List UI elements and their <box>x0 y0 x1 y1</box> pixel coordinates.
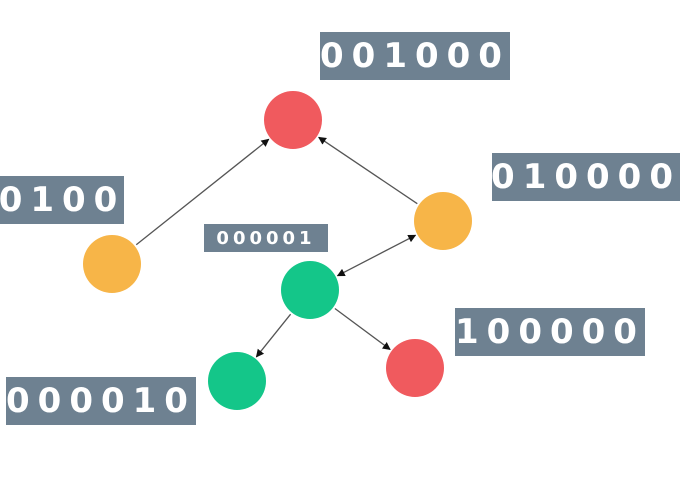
node-lower-right <box>386 339 444 397</box>
edge-left-top <box>135 138 270 246</box>
label-left: 0100 <box>0 176 124 224</box>
node-center <box>281 261 339 319</box>
label-top: 001000 <box>320 32 510 80</box>
edge-center-lower_right <box>334 307 391 351</box>
node-left <box>83 235 141 293</box>
edge-right-top <box>318 136 418 205</box>
label-center: 000001 <box>204 224 328 252</box>
label-right: 010000 <box>491 153 680 201</box>
nodes-layer <box>83 91 472 410</box>
edge-center-lower_left <box>255 313 292 358</box>
label-lower-left: 000010 <box>6 377 196 425</box>
node-top <box>264 91 322 149</box>
label-lower-right: 100000 <box>455 308 645 356</box>
node-right <box>414 192 472 250</box>
node-lower-left <box>208 352 266 410</box>
edge-center-right <box>336 234 417 277</box>
edges-layer <box>135 136 418 358</box>
